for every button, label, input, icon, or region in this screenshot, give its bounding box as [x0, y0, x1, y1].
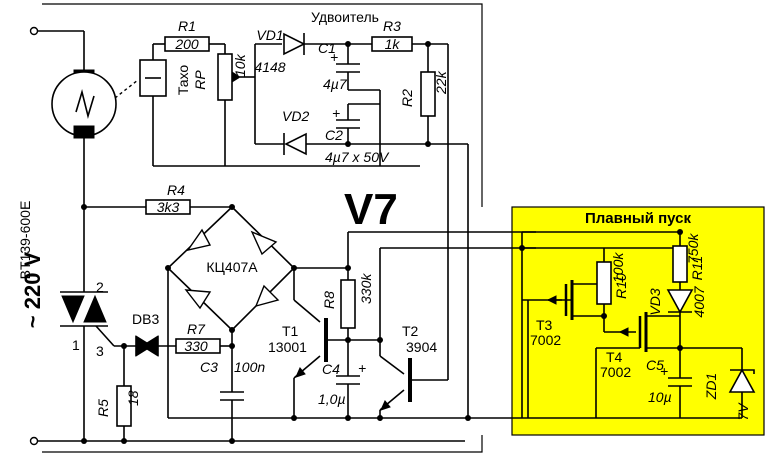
tacho-label: Тахо: [175, 65, 191, 96]
rp-value: 10k: [232, 53, 248, 77]
c3-value: 100n: [234, 359, 265, 375]
board-frame-bottom: [42, 435, 483, 453]
c1-name: C1: [318, 40, 336, 56]
r11-name: R11: [689, 256, 705, 281]
r4-name: R4: [167, 182, 185, 198]
r7-name: R7: [187, 321, 206, 337]
svg-text:+: +: [330, 49, 338, 65]
c4-name: C4: [322, 361, 340, 377]
board-frame-top: [42, 3, 483, 207]
r2-value: 22k: [433, 70, 449, 95]
c2-value: 4µ7 x 50V: [325, 149, 390, 165]
bridge-diode-1: [186, 228, 212, 252]
zd1-name: ZD1: [703, 373, 719, 400]
bridge-label: КЦ407А: [206, 259, 258, 275]
mains-terminal-bottom: [29, 436, 39, 446]
soft-start-panel: [511, 206, 765, 436]
t1-name: T1: [282, 323, 299, 339]
t3-value: 7002: [530, 332, 561, 348]
r10-resistor: [596, 261, 612, 305]
bridge-diode-3: [184, 289, 212, 310]
rp-name: RP: [192, 70, 208, 90]
triac-pin2: 2: [96, 279, 104, 295]
t2-value: 3904: [406, 339, 437, 355]
t1-value: 13001: [268, 339, 307, 355]
triac-pin1: 1: [72, 337, 80, 353]
svg-text:+: +: [358, 360, 366, 376]
motor-brush-bottom: [73, 125, 95, 139]
c5-value: 10µ: [648, 389, 672, 405]
vd3-value: 4007: [691, 285, 707, 317]
r3-value: 1k: [385, 36, 401, 52]
r5-value: 18: [125, 390, 141, 406]
svg-text:+: +: [660, 363, 668, 379]
mains-terminal-top: [29, 26, 39, 36]
t4-name: T4: [606, 349, 623, 365]
c5-name: C5: [646, 357, 664, 373]
r1-value: 200: [174, 36, 199, 52]
t3-name: T3: [536, 317, 553, 333]
vd3-diode: [666, 289, 694, 314]
r5-name: R5: [95, 399, 111, 417]
vd2-name: VD2: [282, 108, 309, 124]
r10-name: R10: [613, 273, 629, 299]
triac-model: BT139-600E: [17, 201, 33, 280]
c3-name: C3: [200, 359, 218, 375]
c4-value: 1,0µ: [318, 391, 346, 407]
r8-value: 330k: [358, 273, 374, 304]
rp-potentiometer: [217, 53, 233, 101]
r2-name: R2: [399, 89, 415, 107]
mains-voltage-label: ~ 220 V: [20, 251, 45, 328]
triac-icon: [61, 295, 85, 324]
r7-value: 330: [184, 338, 208, 354]
vd2-diode: [284, 132, 307, 156]
r3-name: R3: [383, 18, 401, 34]
r10-value: 100k: [610, 252, 626, 283]
svg-text:+: +: [332, 105, 340, 121]
diac-label: DB3: [132, 311, 159, 327]
zd1-value: 7V: [735, 402, 751, 421]
r4-value: 3k3: [157, 199, 180, 215]
bridge-diode-2: [250, 230, 278, 256]
vd1-value: 4148: [254, 59, 285, 75]
c1-value: 4µ7: [323, 76, 348, 92]
r8-name: R8: [321, 291, 337, 309]
r1-name: R1: [178, 18, 196, 34]
t2-name: T2: [402, 323, 419, 339]
r8-resistor: [340, 279, 356, 329]
r11-value: 750k: [685, 233, 701, 264]
bridge-diode-4: [254, 284, 280, 308]
triac-pin3: 3: [96, 343, 104, 359]
vd1-diode: [283, 32, 306, 56]
vd1-name: VD1: [256, 27, 283, 43]
soft-start-title: Плавный пуск: [585, 210, 692, 227]
diagram-title: V7: [344, 185, 398, 234]
t4-value: 7002: [600, 364, 631, 380]
vd3-name: VD3: [647, 288, 663, 315]
c2-name: C2: [325, 127, 343, 143]
doubler-label: Удвоитель: [311, 9, 379, 25]
